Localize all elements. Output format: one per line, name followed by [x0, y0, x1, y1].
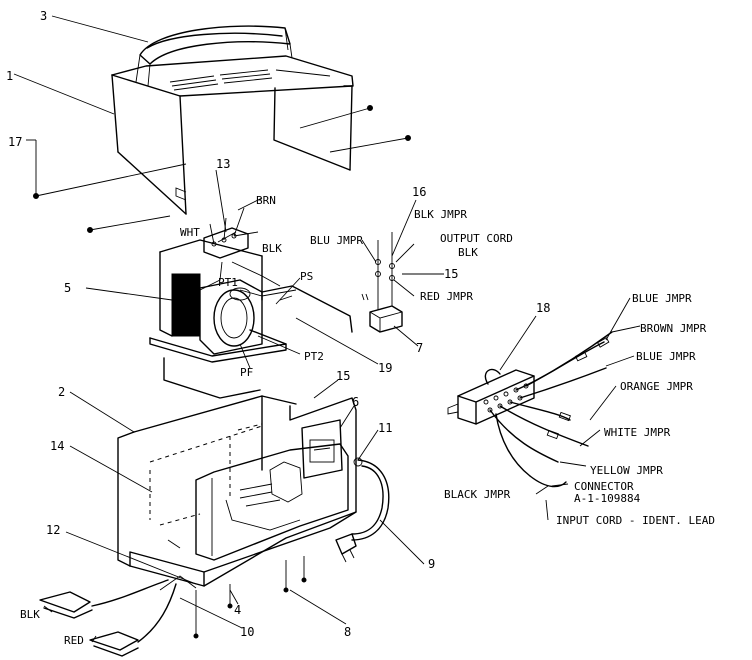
- callout-18: 18: [536, 301, 550, 315]
- label-red-jmpr: RED JMPR: [420, 290, 473, 303]
- callout-12: 12: [46, 523, 60, 537]
- callout-6: 6: [352, 395, 359, 409]
- callout-3: 3: [40, 9, 47, 23]
- label-orange-jmpr: ORANGE JMPR: [620, 380, 693, 393]
- callout-numbers: 3 1 17 13 16 15 5 7 19 18 2 15 6 11 14 1…: [6, 9, 550, 639]
- callout-8: 8: [344, 625, 351, 639]
- label-black-jmpr: BLACK JMPR: [444, 488, 511, 501]
- input-power-cord: [335, 457, 390, 563]
- label-clamp-blk: BLK: [20, 608, 40, 621]
- label-pt1: PT1: [218, 276, 238, 289]
- callout-16: 16: [412, 185, 426, 199]
- callout-4: 4: [234, 603, 241, 617]
- callout-10: 10: [240, 625, 254, 639]
- wire-labels: BRN WHT BLK PT1 PS PT2 PF BLU JMPR BLK J…: [20, 194, 513, 647]
- label-output-cord: OUTPUT CORD: [440, 232, 513, 245]
- label-connector: CONNECTOR: [574, 480, 634, 493]
- cover-screws: [33, 105, 411, 233]
- label-white-jmpr: WHITE JMPR: [604, 426, 671, 439]
- label-blue-jmpr-1: BLUE JMPR: [632, 292, 692, 305]
- label-blk-jmpr: BLK JMPR: [414, 208, 467, 221]
- leader-lines: [13, 15, 641, 643]
- callout-7: 7: [416, 341, 423, 355]
- battery-clamps: [39, 575, 197, 657]
- callout-13: 13: [216, 157, 230, 171]
- rectifier: [361, 232, 403, 333]
- label-yellow-jmpr: YELLOW JMPR: [590, 464, 663, 477]
- callout-5: 5: [64, 281, 71, 295]
- label-blk: BLK: [262, 242, 282, 255]
- callout-15b: 15: [336, 369, 350, 383]
- connector-labels: BLUE JMPR BROWN JMPR BLUE JMPR ORANGE JM…: [444, 292, 715, 527]
- callout-11: 11: [378, 421, 392, 435]
- callout-19: 19: [378, 361, 392, 375]
- callout-17: 17: [8, 135, 22, 149]
- label-brn: BRN: [256, 194, 276, 207]
- wire-connector: [447, 331, 613, 488]
- callout-14: 14: [50, 439, 64, 453]
- top-cover: [111, 55, 354, 215]
- label-connector-part: A-1-109884: [574, 492, 641, 505]
- chassis-case: [117, 395, 357, 639]
- label-brown-jmpr: BROWN JMPR: [640, 322, 707, 335]
- label-output-cord-blk: BLK: [458, 246, 478, 259]
- carry-handle: [135, 25, 293, 87]
- label-blue-jmpr-2: BLUE JMPR: [636, 350, 696, 363]
- callout-15a: 15: [444, 267, 458, 281]
- callout-2: 2: [58, 385, 65, 399]
- label-input-cord: INPUT CORD - IDENT. LEAD: [556, 514, 715, 527]
- label-clamp-red: RED: [64, 634, 84, 647]
- callout-9: 9: [428, 557, 435, 571]
- label-ps: PS: [300, 270, 313, 283]
- label-blu-jmpr: BLU JMPR: [310, 234, 363, 247]
- callout-1: 1: [6, 69, 13, 83]
- label-pf: PF: [240, 366, 253, 379]
- transformer-assembly: [149, 207, 297, 399]
- switch-bracket: [261, 285, 353, 333]
- label-wht: WHT: [180, 226, 200, 239]
- label-pt2: PT2: [304, 350, 324, 363]
